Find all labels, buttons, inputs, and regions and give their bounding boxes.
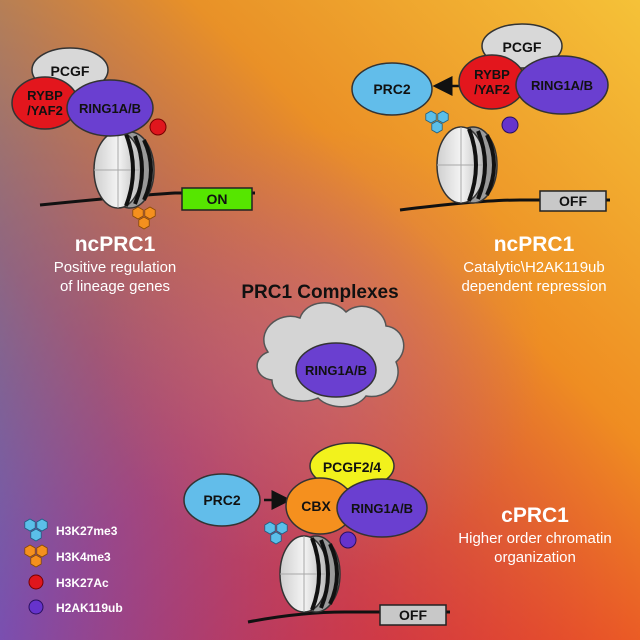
nucleosome	[435, 125, 499, 205]
panel-top-right-caption: ncPRC1 Catalytic\H2AK119ub dependent rep…	[428, 232, 640, 296]
ring1ab-protein	[336, 478, 428, 538]
panel-heading: cPRC1	[501, 504, 569, 527]
panel-description-line: Catalytic\H2AK119ub	[463, 259, 605, 276]
pcgf-label: PCGF	[51, 63, 90, 79]
gene-off-box	[539, 190, 607, 212]
rybp-label: RYBP/YAF2	[474, 67, 510, 97]
nucleosome	[278, 534, 342, 614]
h2ak119ub-mark	[501, 116, 519, 134]
gene-off-label: OFF	[399, 607, 427, 623]
h2ak119ub-mark	[339, 531, 357, 549]
dna-strand	[247, 610, 450, 624]
diagram-title: PRC1 Complexes	[241, 282, 399, 303]
panel-description-line: dependent repression	[461, 278, 607, 295]
prc2-label: PRC2	[373, 81, 411, 97]
ring1ab-protein	[515, 55, 609, 115]
rybp-label: RYBP/YAF2	[27, 88, 63, 118]
ring1ab-label: RING1A/B	[79, 101, 141, 116]
legend-label: H3K27me3	[56, 524, 118, 538]
legend-label: H3K4me3	[56, 550, 111, 564]
gene-on-label: ON	[207, 191, 228, 207]
panel-heading: ncPRC1	[493, 233, 575, 256]
ring1ab-protein	[66, 79, 154, 137]
gene-on-box	[181, 187, 253, 211]
prc2-protein	[351, 62, 433, 116]
ring1ab-label: RING1A/B	[531, 78, 593, 93]
gene-off-box	[379, 604, 447, 626]
panel-bottom: OFF PRC2 PCGF2/4 CBX RING1A/B	[183, 442, 450, 626]
legend-label: H2AK119ub	[56, 601, 123, 615]
legend-h3k27ac-icon	[28, 574, 44, 590]
panel-description-line: organization	[494, 549, 576, 566]
panel-top-right: OFF PRC2 PCGF RYBP/YAF2 RING1A/B	[351, 23, 610, 212]
legend: H3K27me3 H3K4me3 H3K27Ac H2AK119ub	[24, 518, 123, 615]
legend-h2ak119ub-icon	[28, 599, 44, 615]
panel-description-line: of lineage genes	[59, 278, 171, 295]
ring1ab-label: RING1A/B	[351, 501, 413, 516]
panel-heading: ncPRC1	[74, 233, 156, 256]
panel-top-left-caption: ncPRC1 Positive regulation of lineage ge…	[10, 232, 220, 296]
pcgf24-label: PCGF2/4	[323, 459, 382, 475]
legend-label: H3K27Ac	[56, 576, 109, 590]
h3k27ac-mark	[149, 118, 167, 136]
ring1ab-label: RING1A/B	[305, 363, 367, 378]
prc2-label: PRC2	[203, 492, 241, 508]
prc1-cloud: RING1A/B	[256, 302, 405, 408]
panel-description-line: Positive regulation	[53, 259, 177, 276]
prc2-protein	[183, 473, 261, 527]
panel-top-left: ON PCGF RYBP/YAF2 RING1A/B	[11, 47, 255, 230]
pcgf-label: PCGF	[503, 39, 542, 55]
gene-off-label: OFF	[559, 193, 587, 209]
panel-bottom-caption: cPRC1 Higher order chromatin organizatio…	[430, 503, 640, 567]
cbx-label: CBX	[301, 498, 331, 514]
ring1ab-protein	[295, 342, 377, 398]
panel-description-line: Higher order chromatin	[458, 530, 612, 547]
nucleosome	[92, 130, 156, 210]
